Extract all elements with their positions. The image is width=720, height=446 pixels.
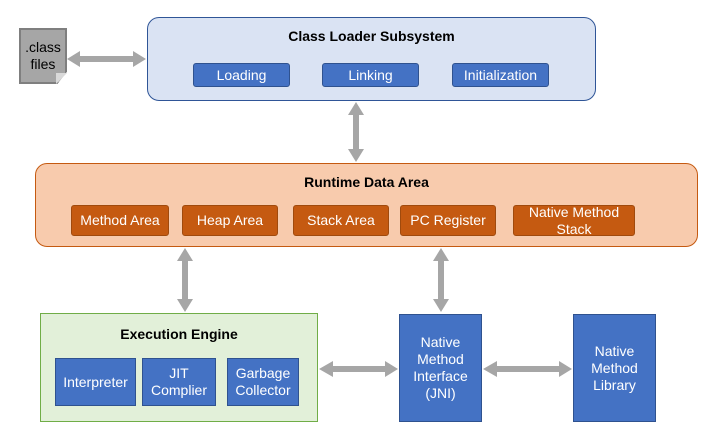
heap-area-box: Heap Area [182, 205, 278, 236]
runtime-data-area: Runtime Data Area Method Area Heap Area … [35, 163, 698, 247]
class-loader-subsystem: Class Loader Subsystem Loading Linking I… [147, 17, 596, 101]
pc-register-box: PC Register [400, 205, 496, 236]
native-method-interface-box: Native Method Interface (JNI) [399, 314, 482, 422]
method-area-box: Method Area [71, 205, 169, 236]
runtime-data-area-title: Runtime Data Area [304, 174, 429, 190]
execution-engine-title: Execution Engine [120, 326, 238, 342]
linking-box: Linking [322, 63, 419, 87]
arrow-runtime-engine [177, 248, 193, 312]
execution-engine: Execution Engine Interpreter JIT Complie… [40, 313, 318, 422]
arrow-loader-runtime [348, 102, 364, 162]
arrow-files-loader [67, 51, 146, 67]
interpreter-box: Interpreter [55, 358, 136, 406]
arrow-jni-library [483, 361, 572, 377]
arrow-engine-jni [319, 361, 398, 377]
arrow-runtime-jni [433, 248, 449, 312]
class-loader-title: Class Loader Subsystem [288, 28, 455, 44]
initialization-box: Initialization [452, 63, 549, 87]
native-method-stack-box: Native Method Stack [513, 204, 635, 237]
file-fold-corner [56, 73, 67, 84]
garbage-collector-box: Garbage Collector [227, 358, 299, 406]
stack-area-box: Stack Area [293, 205, 389, 236]
native-method-library-box: Native Method Library [573, 314, 656, 422]
loading-box: Loading [193, 63, 290, 87]
jit-compiler-box: JIT Complier [142, 358, 216, 406]
class-files-icon: .class files [19, 28, 67, 84]
